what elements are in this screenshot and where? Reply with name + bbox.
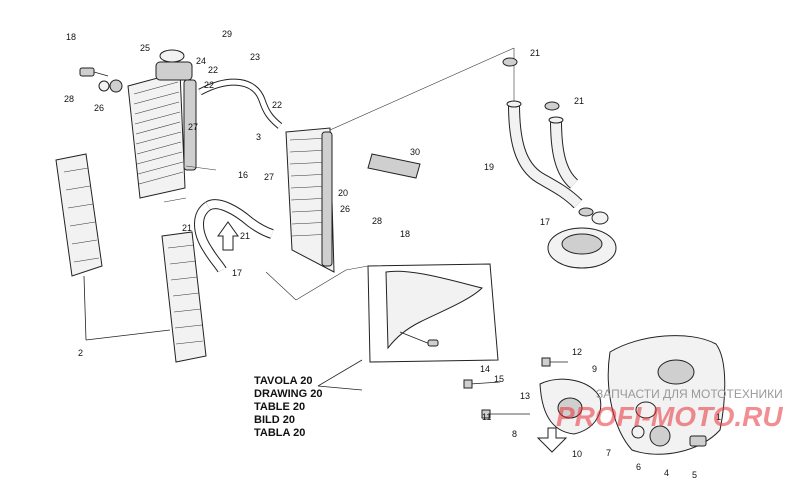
callout-17b: 17 <box>540 217 550 227</box>
callout-11: 11 <box>482 412 491 422</box>
callout-7: 7 <box>606 448 611 458</box>
left-radiator <box>127 49 197 199</box>
callout-8: 8 <box>512 429 517 439</box>
callout-14: 14 <box>480 364 490 374</box>
callout-4: 4 <box>664 468 669 478</box>
callout-6: 6 <box>636 462 641 472</box>
callout-20: 20 <box>338 188 348 198</box>
callout-18b: 18 <box>400 229 410 239</box>
callout-18a: 18 <box>66 32 76 42</box>
water-pump-cover <box>539 378 602 435</box>
callout-23: 23 <box>250 52 260 62</box>
callout-labels: 18 28 26 25 24 29 22 22 23 22 27 3 16 27… <box>64 29 721 480</box>
callout-24: 24 <box>196 56 206 66</box>
reference-block: TAVOLA 20 DRAWING 20 TABLE 20 BILD 20 TA… <box>254 375 322 439</box>
watermark-brand: PROFI-MOTO.RU <box>556 401 783 432</box>
callout-25: 25 <box>140 43 150 53</box>
water-pipe <box>502 57 594 217</box>
callout-27b: 27 <box>264 172 274 182</box>
callout-1: 1 <box>716 412 721 422</box>
callout-22c: 22 <box>272 100 282 110</box>
callout-22a: 22 <box>208 65 218 75</box>
callout-13: 13 <box>520 391 530 401</box>
callout-21b: 21 <box>240 231 250 241</box>
radiator-shroud-right <box>161 231 207 363</box>
callout-2: 2 <box>78 348 83 358</box>
detail-inset <box>367 263 499 363</box>
ref-tabla: TABLA 20 <box>254 427 305 439</box>
callout-5: 5 <box>692 470 697 480</box>
left-fasteners <box>79 67 123 93</box>
cylinder-head <box>547 211 617 269</box>
callout-27a: 27 <box>188 122 198 132</box>
callout-28b: 28 <box>372 216 382 226</box>
right-radiator <box>285 127 335 273</box>
ref-bild: BILD 20 <box>254 414 295 426</box>
callout-17a: 17 <box>232 268 242 278</box>
callout-15: 15 <box>494 374 504 384</box>
callout-3: 3 <box>256 132 261 142</box>
callout-10: 10 <box>572 449 582 459</box>
callout-30: 30 <box>410 147 420 157</box>
ref-drawing: DRAWING 20 <box>254 388 322 400</box>
pump-impeller <box>631 425 707 447</box>
callout-19: 19 <box>484 162 494 172</box>
callout-9: 9 <box>592 364 597 374</box>
callout-12: 12 <box>572 347 582 357</box>
radiator-shroud-left <box>55 153 103 277</box>
watermark-text: ЗАПЧАСТИ ДЛЯ МОТОТЕХНИКИ <box>596 387 783 401</box>
callout-28a: 28 <box>64 94 74 104</box>
ref-tavola: TAVOLA 20 <box>254 375 312 387</box>
callout-21c: 21 <box>530 48 540 58</box>
callout-21d: 21 <box>574 96 584 106</box>
ref-table: TABLE 20 <box>254 401 305 413</box>
engine-case <box>607 335 726 455</box>
callout-29: 29 <box>222 29 232 39</box>
sticker-30 <box>367 153 421 179</box>
callout-26a: 26 <box>94 103 104 113</box>
watermark: ЗАПЧАСТИ ДЛЯ МОТОТЕХНИКИ PROFI-MOTO.RU <box>556 387 783 432</box>
callout-22b: 22 <box>204 80 214 90</box>
callout-16: 16 <box>238 170 248 180</box>
callout-26b: 26 <box>340 204 350 214</box>
callout-21a: 21 <box>182 223 192 233</box>
